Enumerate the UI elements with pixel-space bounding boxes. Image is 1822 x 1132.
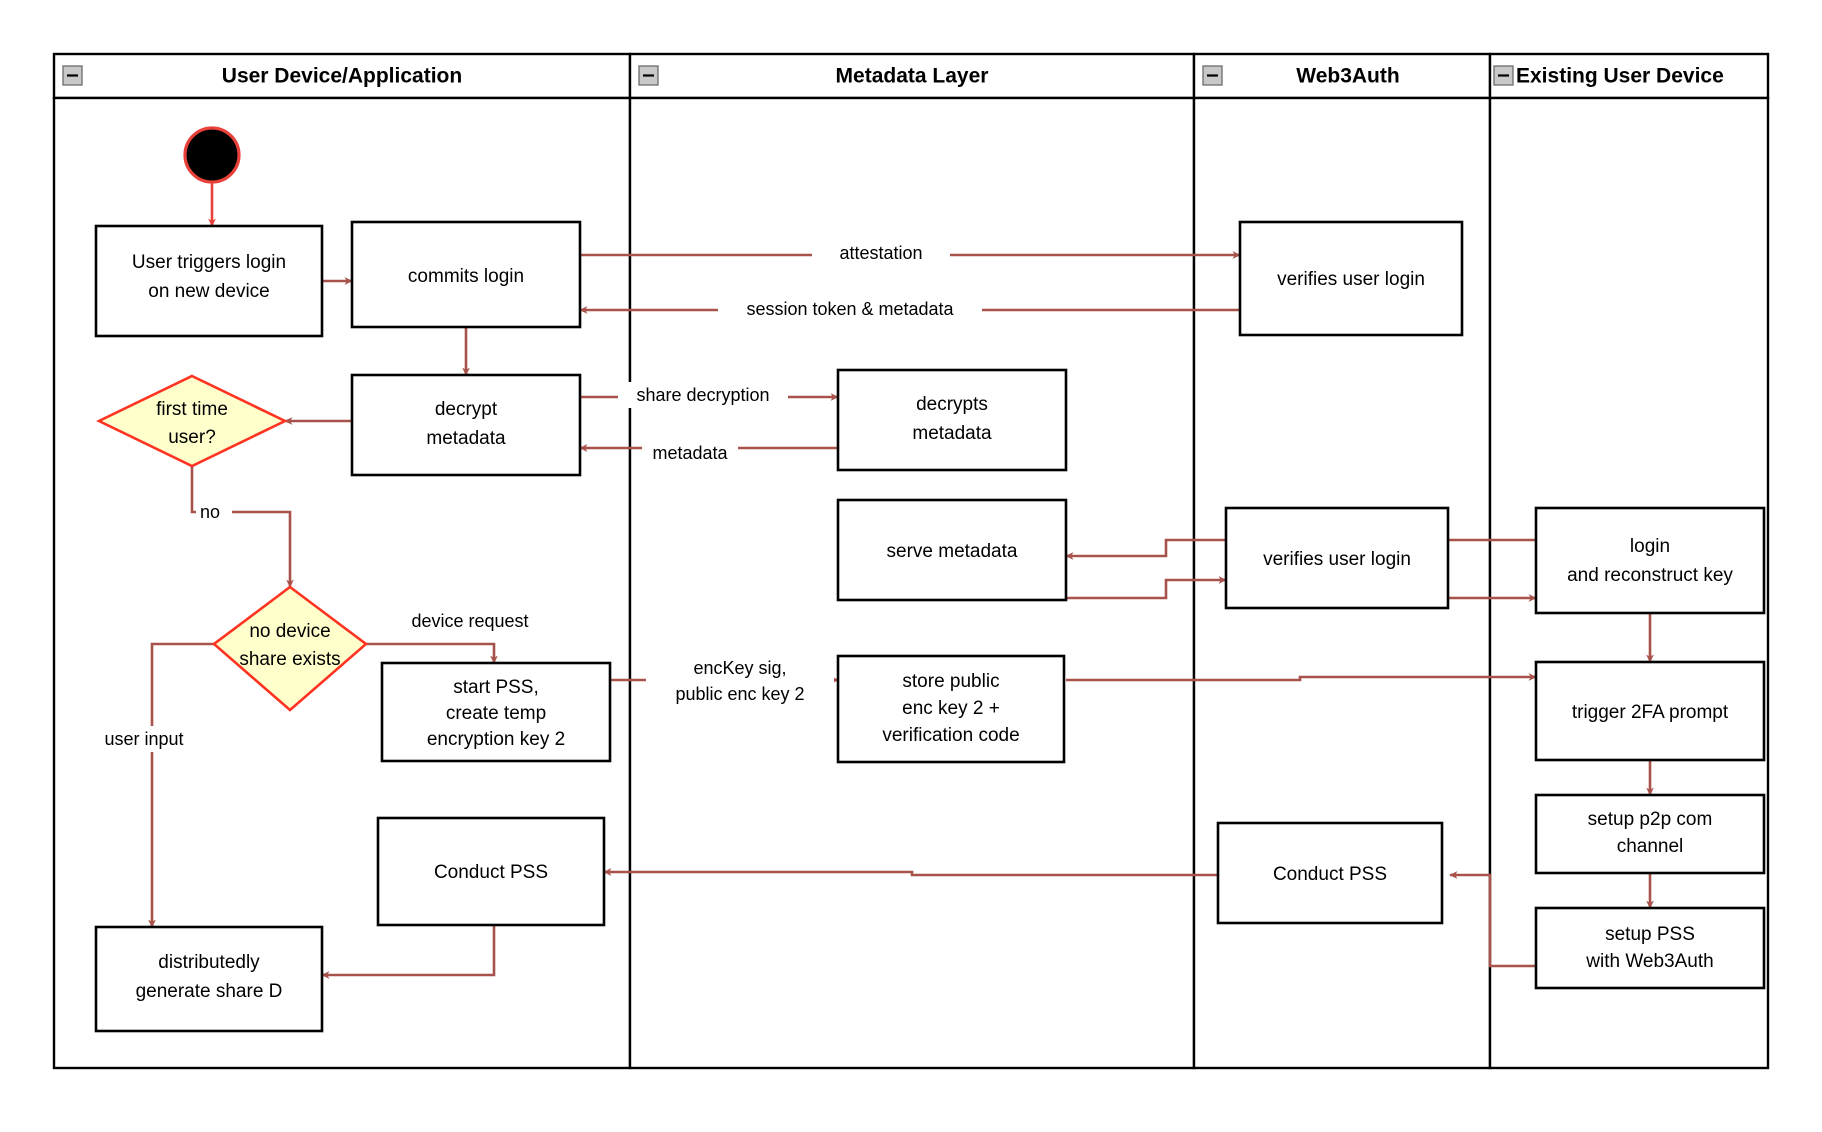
edge-label-text: metadata <box>652 443 728 463</box>
edge-label-text: encKey sig, <box>693 658 786 678</box>
node-label-line: share exists <box>239 649 340 670</box>
node-start-pss[interactable]: start PSS, create temp encryption key 2 <box>380 661 612 763</box>
node-conduct-pss-user[interactable]: Conduct PSS <box>376 816 606 927</box>
node-label-line: channel <box>1617 836 1684 857</box>
node-label-line: Conduct PSS <box>434 862 548 883</box>
collapse-minus-icon-web3auth[interactable] <box>1202 65 1223 86</box>
node-verifies-user-login-2[interactable]: verifies user login <box>1224 506 1450 610</box>
edge-label-share-decryption: share decryption <box>618 382 788 408</box>
node-decrypt-metadata[interactable]: decrypt metadata <box>350 373 582 477</box>
edge-store-key-to-trigger-2fa <box>1066 673 1537 682</box>
node-distributedly-generate-share-d[interactable]: distributedly generate share D <box>94 925 324 1033</box>
collapse-minus-icon-existing-user-device[interactable] <box>1493 65 1514 86</box>
lane-title-web3auth: Web3Auth <box>1296 65 1399 88</box>
lane-header-metadata-layer[interactable] <box>628 52 1196 100</box>
edge-label-metadata: metadata <box>642 440 738 466</box>
lane-header-web3auth[interactable] <box>1192 52 1492 100</box>
node-label-line: create temp <box>446 703 546 724</box>
node-label-line: store public <box>902 671 999 692</box>
edge-label-session-token: session token & metadata <box>718 296 982 322</box>
node-label-line: generate share D <box>136 981 283 1002</box>
edge-user-input <box>148 642 214 928</box>
node-label-line: User triggers login <box>132 252 286 273</box>
edge-label-attestation: attestation <box>812 240 950 266</box>
node-login-and-reconstruct-key[interactable]: login and reconstruct key <box>1534 506 1766 615</box>
node-first-time-user[interactable]: first time user? <box>96 374 288 468</box>
node-label-line: distributedly <box>158 952 260 973</box>
edge-no-branch <box>190 466 294 588</box>
edge-conduct-pss-web3auth-to-user <box>603 868 1218 877</box>
edge-conduct-pss-to-generate-share-d <box>321 925 496 979</box>
collapse-minus-icon-user-device[interactable] <box>62 65 83 86</box>
edge-label-text: share decryption <box>636 385 769 405</box>
node-label-line: decrypt <box>435 399 498 420</box>
node-serve-metadata[interactable]: serve metadata <box>836 498 1068 602</box>
edge-label-text: no <box>200 502 220 522</box>
lane-title-metadata-layer: Metadata Layer <box>836 65 989 88</box>
node-label-line: no device <box>249 621 330 642</box>
node-store-public-enc-key[interactable]: store public enc key 2 + verification co… <box>836 654 1066 764</box>
node-user-triggers-login[interactable]: User triggers login on new device <box>94 224 324 338</box>
node-label-line: on new device <box>148 281 269 302</box>
node-setup-pss-with-web3auth[interactable]: setup PSS with Web3Auth <box>1534 906 1766 990</box>
start-node-icon <box>183 126 241 184</box>
node-conduct-pss-web3auth[interactable]: Conduct PSS <box>1216 821 1444 925</box>
node-label-line: decrypts <box>916 394 988 415</box>
edge-label-device-request: device request <box>388 608 552 634</box>
lane-header-user-device[interactable] <box>52 52 632 100</box>
node-verifies-user-login-1[interactable]: verifies user login <box>1238 220 1464 337</box>
edge-verifies-2-to-serve-metadata <box>1065 538 1226 560</box>
node-decrypts-metadata[interactable]: decrypts metadata <box>836 368 1068 472</box>
node-label-line: and reconstruct key <box>1567 565 1733 586</box>
node-label-line: verifies user login <box>1277 269 1425 290</box>
node-label-line: serve metadata <box>887 541 1018 562</box>
node-commits-login[interactable]: commits login <box>350 220 582 329</box>
node-label-line: enc key 2 + <box>902 698 1000 719</box>
edge-label-user-input: user input <box>84 726 204 752</box>
node-no-device-share-exists[interactable]: no device share exists <box>211 585 369 712</box>
node-label-line: verifies user login <box>1263 549 1411 570</box>
edge-label-text: session token & metadata <box>746 299 954 319</box>
edge-serve-metadata-to-verifies-2 <box>1066 576 1227 600</box>
node-setup-p2p-com-channel[interactable]: setup p2p com channel <box>1534 793 1766 875</box>
edge-label-text: user input <box>104 729 183 749</box>
node-label-line: encryption key 2 <box>427 729 565 750</box>
node-label-line: metadata <box>426 428 506 449</box>
node-trigger-2fa-prompt[interactable]: trigger 2FA prompt <box>1534 660 1766 762</box>
collapse-minus-icon-metadata-layer[interactable] <box>638 65 659 86</box>
node-label-line: trigger 2FA prompt <box>1572 702 1729 723</box>
node-label-line: Conduct PSS <box>1273 864 1387 885</box>
node-label-line: verification code <box>882 725 1019 746</box>
node-label-line: setup p2p com <box>1588 809 1713 830</box>
node-label-line: start PSS, <box>453 677 539 698</box>
edge-label-no: no <box>196 500 232 524</box>
node-label-line: with Web3Auth <box>1585 951 1713 972</box>
edge-device-request <box>366 642 498 664</box>
node-label-line: setup PSS <box>1605 924 1695 945</box>
node-label-line: metadata <box>912 423 992 444</box>
edge-setup-pss-to-conduct-pss-web3auth <box>1449 871 1536 968</box>
edge-label-enckey-sig: encKey sig, public enc key 2 <box>646 653 834 707</box>
edge-label-text: device request <box>411 611 528 631</box>
node-label-line: commits login <box>408 266 524 287</box>
node-label-line: login <box>1630 536 1670 557</box>
edge-label-text: public enc key 2 <box>675 684 804 704</box>
lane-title-user-device: User Device/Application <box>222 65 462 88</box>
lane-header-existing-user-device[interactable] <box>1488 52 1770 100</box>
lane-title-existing-user-device: Existing User Device <box>1516 65 1724 88</box>
node-label-line: user? <box>168 427 216 448</box>
edge-label-text: attestation <box>839 243 922 263</box>
node-label-line: first time <box>156 399 228 420</box>
